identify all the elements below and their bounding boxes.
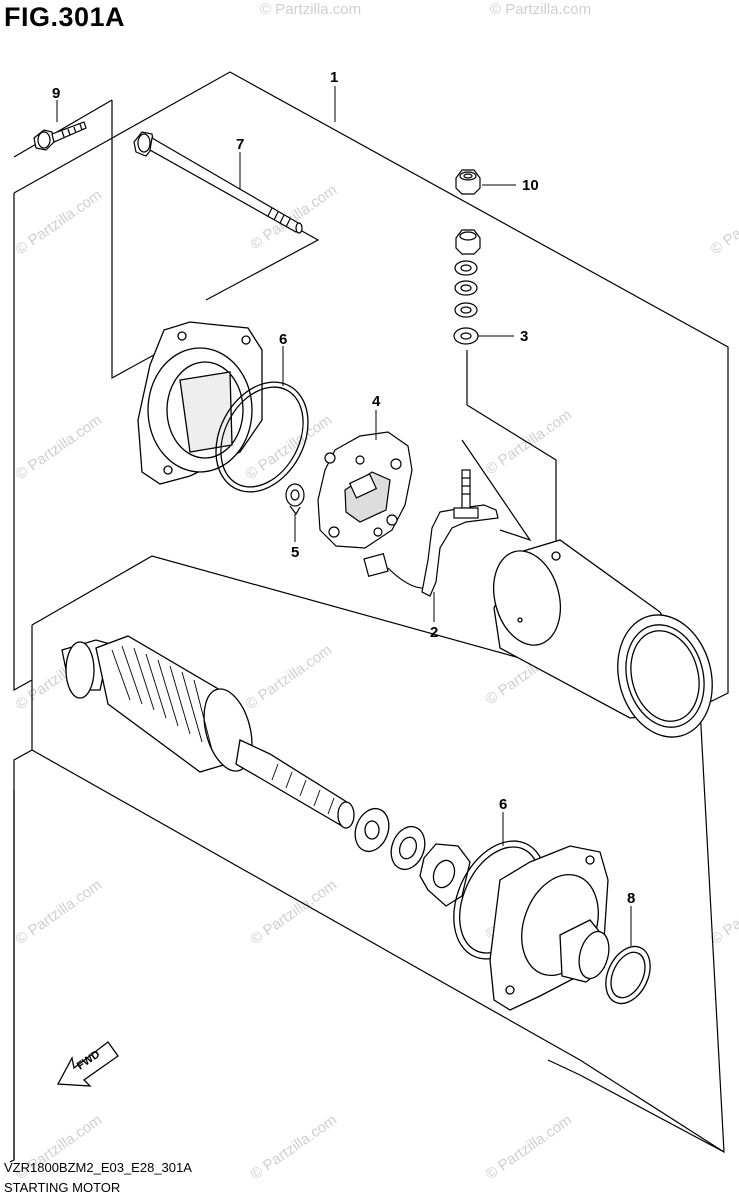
callout-5: 5 bbox=[291, 544, 299, 561]
callout-6-bottom: 6 bbox=[499, 796, 507, 813]
brush-terminal-part-2 bbox=[363, 469, 499, 597]
watermark: © Partzilla.com bbox=[13, 186, 106, 258]
watermark: © Partzilla.com bbox=[490, 1, 591, 18]
bolt-part-9 bbox=[33, 121, 87, 151]
callout-2: 2 bbox=[430, 624, 438, 641]
watermark: © Partzilla.com bbox=[13, 876, 106, 948]
armature bbox=[61, 635, 355, 829]
watermark: © Partzilla.com bbox=[248, 1111, 341, 1183]
bearing-part-5 bbox=[285, 483, 305, 516]
leader-lines bbox=[56, 86, 632, 946]
front-cover bbox=[489, 845, 610, 1011]
callout-7: 7 bbox=[236, 136, 244, 153]
callout-8: 8 bbox=[627, 890, 635, 907]
watermark: © Partzilla.com bbox=[248, 876, 341, 948]
watermark: © Partzilla.com bbox=[13, 411, 106, 483]
watermark: © Partzilla.com bbox=[243, 641, 336, 713]
callout-3: 3 bbox=[520, 328, 528, 345]
front-washers bbox=[354, 807, 471, 907]
watermark: © Partzilla.com bbox=[483, 1111, 576, 1183]
brush-holder-part-4 bbox=[317, 431, 413, 549]
watermark: © Partzilla.com bbox=[260, 1, 361, 18]
figure-code: VZR1800BZM2_E03_E28_301A bbox=[4, 1160, 192, 1175]
o-ring-part-6-top bbox=[215, 381, 309, 493]
washer-stack bbox=[453, 229, 481, 345]
watermark: © Partzilla.com bbox=[483, 406, 576, 478]
callout-4: 4 bbox=[372, 393, 381, 410]
figure-title: FIG.301A bbox=[4, 2, 126, 32]
nut-part-10 bbox=[455, 169, 481, 195]
watermark: © Partzilla.com bbox=[708, 186, 739, 258]
o-ring-part-8 bbox=[605, 945, 651, 1005]
through-bolt-part-7 bbox=[133, 131, 303, 234]
figure-name: STARTING MOTOR bbox=[4, 1180, 121, 1195]
callout-10: 10 bbox=[522, 177, 539, 194]
yoke-housing bbox=[493, 539, 713, 738]
callout-1: 1 bbox=[330, 69, 338, 86]
fwd-arrow-icon: FWD bbox=[56, 1041, 119, 1087]
rear-cover bbox=[137, 321, 263, 485]
callout-6-top: 6 bbox=[279, 331, 287, 348]
callout-9: 9 bbox=[52, 85, 60, 102]
assembly-outline bbox=[9, 71, 729, 1163]
watermark: © Partzilla.com bbox=[248, 181, 341, 253]
